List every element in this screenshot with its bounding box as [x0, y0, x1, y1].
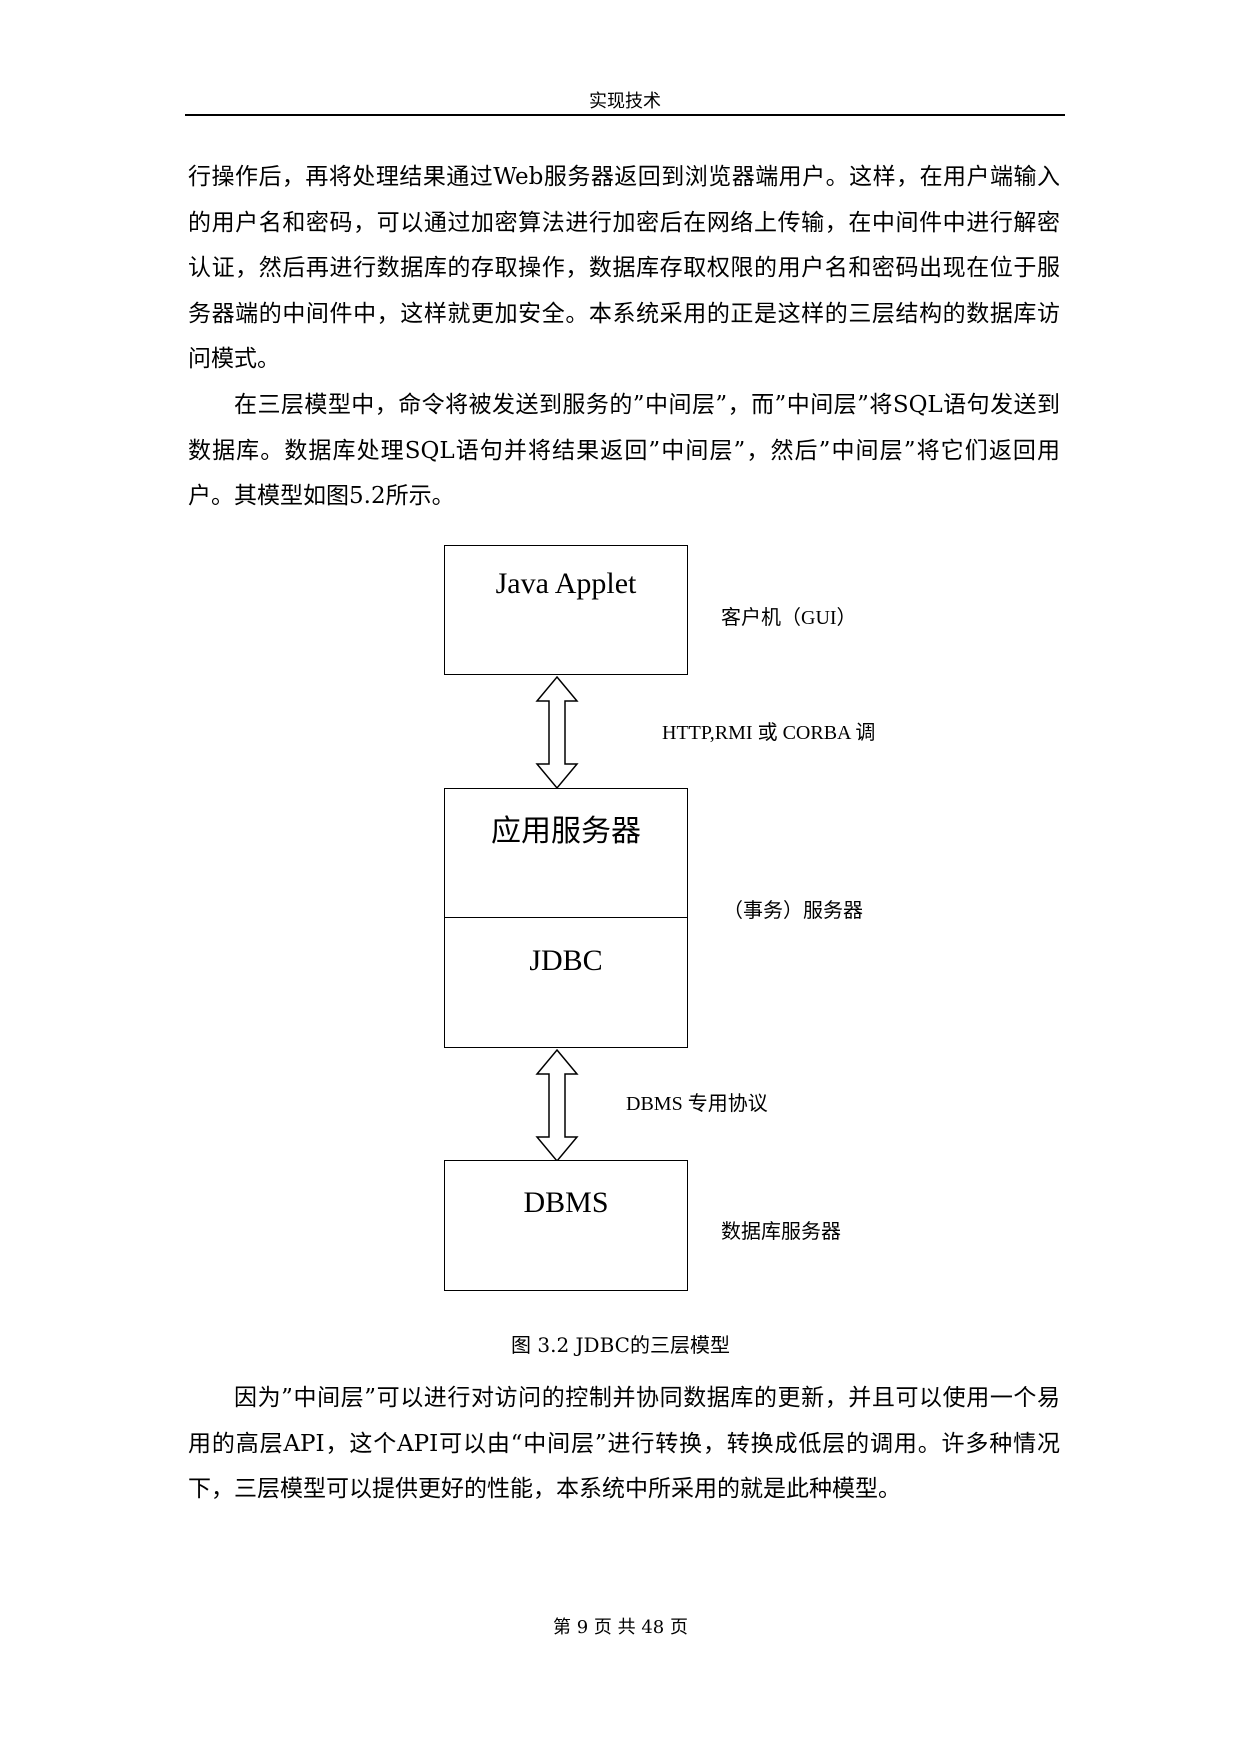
running-header: 实现技术 — [589, 91, 661, 112]
protocol-bottom-label: DBMS 专用协议 — [626, 1093, 768, 1115]
protocol-top-label: HTTP,RMI 或 CORBA 调 — [662, 722, 876, 744]
jdbc-box-label: JDBC — [529, 944, 603, 977]
client-side-label: 客户机（GUI） — [721, 607, 857, 629]
double-arrow-bottom — [535, 1048, 579, 1163]
paragraph-continuation: 行操作后，再将处理结果通过Web服务器返回到浏览器端用户。这样，在用户端输入的用… — [188, 164, 1060, 373]
paragraph-three-tier-model: 在三层模型中，命令将被发送到服务的”中间层”，而”中间层”将SQL语句发送到数据… — [188, 391, 1060, 510]
client-box-label: Java Applet — [495, 567, 637, 600]
figure-caption: 图 3.2 JDBC的三层模型 — [511, 1333, 730, 1357]
dbms-box: DBMS — [444, 1160, 688, 1291]
app-server-box: 应用服务器 — [444, 788, 688, 919]
db-server-side-label: 数据库服务器 — [721, 1221, 841, 1243]
body-text-bottom: 因为”中间层”可以进行对访问的控制并协同数据库的更新，并且可以使用一个易用的高层… — [188, 1376, 1060, 1513]
body-text-top: 行操作后，再将处理结果通过Web服务器返回到浏览器端用户。这样，在用户端输入的用… — [188, 155, 1060, 520]
server-side-label: （事务）服务器 — [723, 900, 863, 922]
jdbc-box: JDBC — [444, 917, 688, 1048]
paragraph-middle-tier-benefits: 因为”中间层”可以进行对访问的控制并协同数据库的更新，并且可以使用一个易用的高层… — [188, 1385, 1060, 1503]
header-rule — [185, 114, 1065, 116]
page-number: 第 9 页 共 48 页 — [553, 1617, 688, 1638]
double-arrow-top — [535, 675, 579, 790]
dbms-box-label: DBMS — [523, 1186, 609, 1219]
client-box: Java Applet — [444, 545, 688, 675]
app-server-box-label: 应用服务器 — [491, 815, 641, 848]
